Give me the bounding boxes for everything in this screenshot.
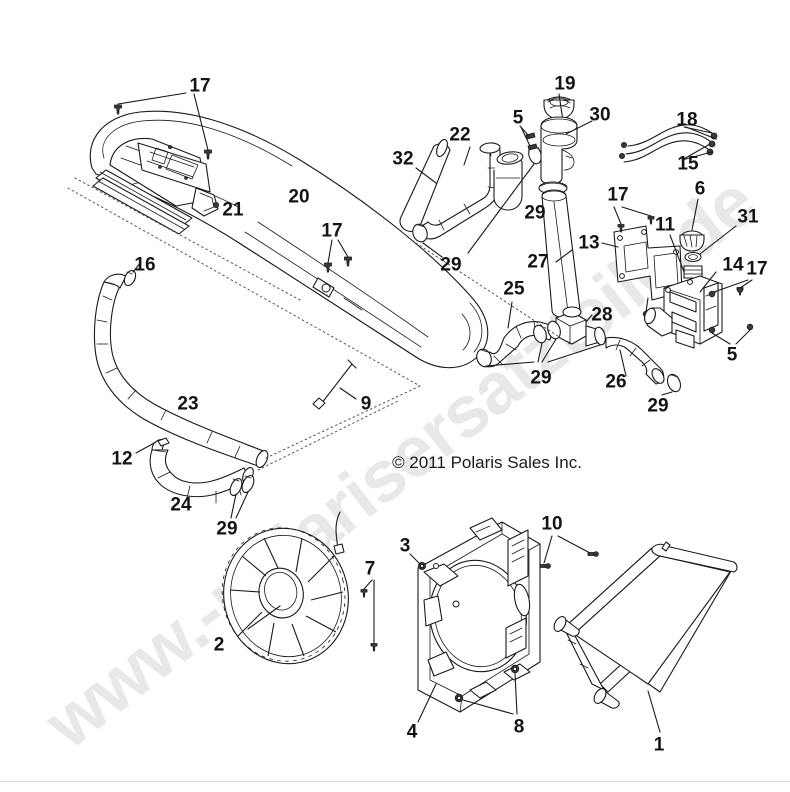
- callout-29: 29: [216, 518, 238, 540]
- part-8-fasteners: [454, 664, 520, 715]
- callout-20: 20: [288, 186, 310, 208]
- callout-5: 5: [726, 344, 738, 366]
- callout-19: 19: [554, 73, 576, 95]
- part-17-fasteners-right: [708, 279, 753, 298]
- part-18-15-lines: [619, 124, 718, 163]
- copyright-notice: © 2011 Polaris Sales Inc.: [392, 453, 582, 472]
- callout-29: 29: [530, 367, 552, 389]
- part-5-fasteners-upper: [519, 125, 538, 151]
- callout-30: 30: [589, 104, 611, 126]
- callout-1: 1: [653, 734, 665, 756]
- callout-31: 31: [737, 206, 759, 228]
- callout-10: 10: [541, 513, 563, 535]
- part-26-hose: [605, 336, 665, 385]
- callout-3: 3: [399, 535, 411, 557]
- part-21-shield-plate: [92, 137, 219, 235]
- part-10-fasteners: [539, 535, 599, 569]
- callout-2: 2: [213, 634, 225, 656]
- callout-32: 32: [392, 148, 414, 170]
- callout-13: 13: [578, 232, 600, 254]
- part-11-filler: [669, 234, 703, 279]
- callout-17: 17: [607, 184, 629, 206]
- callout-17: 17: [189, 75, 211, 97]
- callout-24: 24: [170, 494, 192, 516]
- callout-17: 17: [746, 258, 768, 280]
- callout-9: 9: [360, 393, 372, 415]
- callout-29: 29: [647, 395, 669, 417]
- part-4-fan-shroud: [417, 517, 541, 723]
- part-31-seal: [684, 225, 737, 263]
- callout-7: 7: [364, 558, 376, 580]
- part-17-fasteners-upper-left: [114, 92, 212, 160]
- part-1-radiator: [553, 541, 738, 733]
- callout-27: 27: [527, 251, 549, 273]
- part-2-fan-blade: [221, 511, 349, 665]
- part-9-rod: [312, 359, 357, 410]
- callout-11: 11: [654, 214, 676, 236]
- part-19-radiator-cap: [543, 93, 575, 122]
- part-30-filler-neck: [540, 116, 593, 185]
- callout-8: 8: [513, 716, 525, 738]
- part-16-clamp: [103, 261, 142, 289]
- callout-16: 16: [134, 254, 156, 276]
- callout-18: 18: [676, 109, 698, 131]
- part-17-fasteners-mid: [324, 239, 352, 273]
- callout-22: 22: [449, 124, 471, 146]
- callout-14: 14: [722, 254, 744, 276]
- callout-4: 4: [406, 721, 418, 743]
- footer-divider: [0, 781, 790, 782]
- callout-25: 25: [503, 278, 525, 300]
- part-29-clamps-lower: [476, 320, 682, 396]
- part-12-clamp: [135, 437, 170, 454]
- part-5-fasteners-right: [708, 323, 754, 345]
- part-20-exhaust-assembly: [67, 110, 489, 387]
- callout-12: 12: [111, 448, 133, 470]
- callout-29: 29: [440, 254, 462, 276]
- part-7-fasteners: [360, 579, 378, 652]
- callout-26: 26: [605, 371, 627, 393]
- callout-28: 28: [591, 304, 613, 326]
- callout-23: 23: [177, 393, 199, 415]
- callout-17: 17: [321, 220, 343, 242]
- callout-6: 6: [694, 178, 706, 200]
- part-29-clamps-left: [229, 474, 255, 519]
- callout-5: 5: [512, 107, 524, 129]
- part-3-fastener: [409, 553, 426, 570]
- callout-15: 15: [677, 153, 699, 175]
- part-23-hose: [93, 281, 269, 469]
- part-29-clamps-upper: [412, 145, 542, 258]
- callout-21: 21: [222, 199, 244, 221]
- part-17-fasteners-bracket: [613, 206, 655, 233]
- part-6-cap: [679, 198, 705, 252]
- callout-29: 29: [524, 202, 546, 224]
